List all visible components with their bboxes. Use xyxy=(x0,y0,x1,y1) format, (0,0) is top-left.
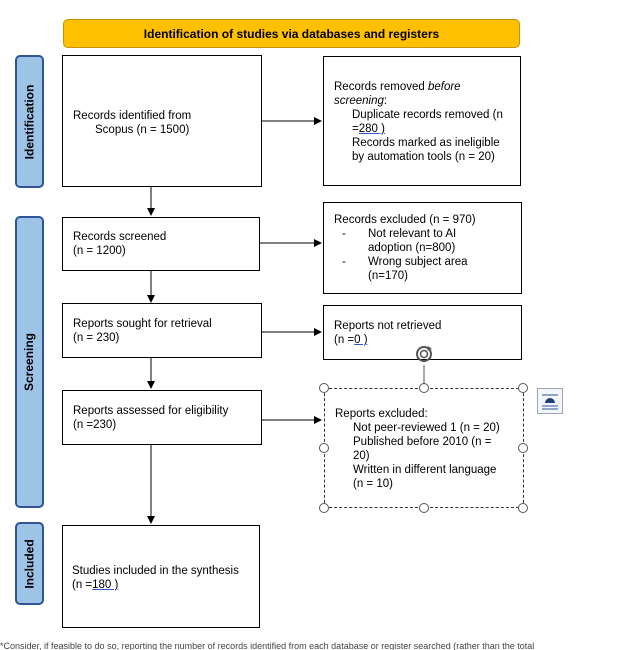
resize-handle-bottom-right[interactable] xyxy=(518,503,528,513)
reports-excluded-item-3b: (n = 10) xyxy=(353,478,393,490)
diagram-title-text: Identification of studies via databases … xyxy=(143,26,440,41)
not-retrieved-line-1: Reports not retrieved xyxy=(334,320,442,332)
phase-screening: Screening xyxy=(15,216,44,508)
excluded-dash-1: - xyxy=(342,228,346,240)
resize-handle-bottom-left[interactable] xyxy=(319,503,329,513)
reports-excluded-item-2a: Published before 2010 (n = xyxy=(353,436,492,448)
sought-line-1: Reports sought for retrieval xyxy=(73,318,212,330)
resize-handle-bottom[interactable] xyxy=(419,503,429,513)
footnote-text: *Consider, if feasible to do so, reporti… xyxy=(0,641,535,650)
included-line-1: Studies included in the synthesis xyxy=(72,565,239,577)
screened-line-2: (n = 1200) xyxy=(73,245,126,257)
box-reports-not-retrieved[interactable]: Reports not retrieved (n =0 ) xyxy=(323,305,522,360)
not-retrieved-line-2a: (n = xyxy=(334,334,355,346)
screened-line-1: Records screened xyxy=(73,231,167,243)
not-retrieved-line-2b: 0 ) xyxy=(354,334,368,346)
identified-line-2: Scopus (n = 1500) xyxy=(95,124,190,136)
footnote: *Consider, if feasible to do so, reporti… xyxy=(0,641,625,650)
resize-handle-top-right[interactable] xyxy=(518,383,528,393)
resize-handle-left[interactable] xyxy=(319,443,329,453)
reports-excluded-item-3a: Written in different language xyxy=(353,464,497,476)
resize-handle-right[interactable] xyxy=(518,443,528,453)
excluded-item-2: Wrong subject area xyxy=(368,256,468,268)
box-reports-sought[interactable]: Reports sought for retrieval (n = 230) xyxy=(62,303,262,358)
rotate-handle-icon[interactable] xyxy=(414,344,434,364)
excluded-item-1a: Not relevant to AI xyxy=(368,228,457,240)
box-records-removed[interactable]: Records removed before screening: Duplic… xyxy=(323,56,521,186)
assessed-line-1: Reports assessed for eligibility xyxy=(73,405,229,417)
box-reports-excluded[interactable]: Reports excluded: Not peer-reviewed 1 (n… xyxy=(324,388,524,508)
removed-item-1c: 280 ) xyxy=(358,123,385,135)
layout-options-icon[interactable] xyxy=(537,388,563,414)
excluded-item-1b: adoption (n=800) xyxy=(368,242,456,254)
reports-excluded-item-2b: 20) xyxy=(353,450,370,462)
phase-included: Included xyxy=(15,522,44,605)
removed-item-1a: Duplicate records removed (n xyxy=(352,109,503,121)
identified-line-1: Records identified from xyxy=(73,110,192,122)
reports-excluded-item-1: Not peer-reviewed 1 (n = 20) xyxy=(353,422,500,434)
box-records-screened[interactable]: Records screened (n = 1200) xyxy=(62,217,260,271)
excluded-item-2b: (n=170) xyxy=(368,270,408,282)
included-line-2b: 180 ) xyxy=(92,579,119,591)
box-records-excluded[interactable]: Records excluded (n = 970) - Not relevant… xyxy=(323,202,522,294)
removed-intro-italic-2: screening xyxy=(334,95,384,107)
included-line-2a: (n = xyxy=(72,579,93,591)
removed-intro-italic: before xyxy=(427,81,461,93)
excluded-dash-2: - xyxy=(342,256,346,268)
removed-item-2a: Records marked as ineligible xyxy=(352,137,500,149)
resize-handle-top[interactable] xyxy=(419,383,429,393)
resize-handle-top-left[interactable] xyxy=(319,383,329,393)
box-records-identified[interactable]: Records identified from Scopus (n = 1500… xyxy=(62,55,262,187)
removed-intro-1: Records removed xyxy=(334,81,428,93)
sought-line-2: (n = 230) xyxy=(73,332,120,344)
removed-item-1b: = xyxy=(352,123,359,135)
reports-excluded-title: Reports excluded: xyxy=(335,408,428,420)
excluded-title: Records excluded (n = 970) xyxy=(334,214,476,226)
removed-item-2b: by automation tools (n = 20) xyxy=(352,151,495,163)
box-studies-included[interactable]: Studies included in the synthesis (n =18… xyxy=(62,525,260,628)
diagram-title: Identification of studies via databases … xyxy=(63,19,520,48)
box-reports-assessed[interactable]: Reports assessed for eligibility (n =230… xyxy=(62,390,262,445)
assessed-line-2: (n =230) xyxy=(73,419,117,431)
removed-intro-colon: : xyxy=(383,95,388,107)
phase-identification: Identification xyxy=(15,55,44,188)
